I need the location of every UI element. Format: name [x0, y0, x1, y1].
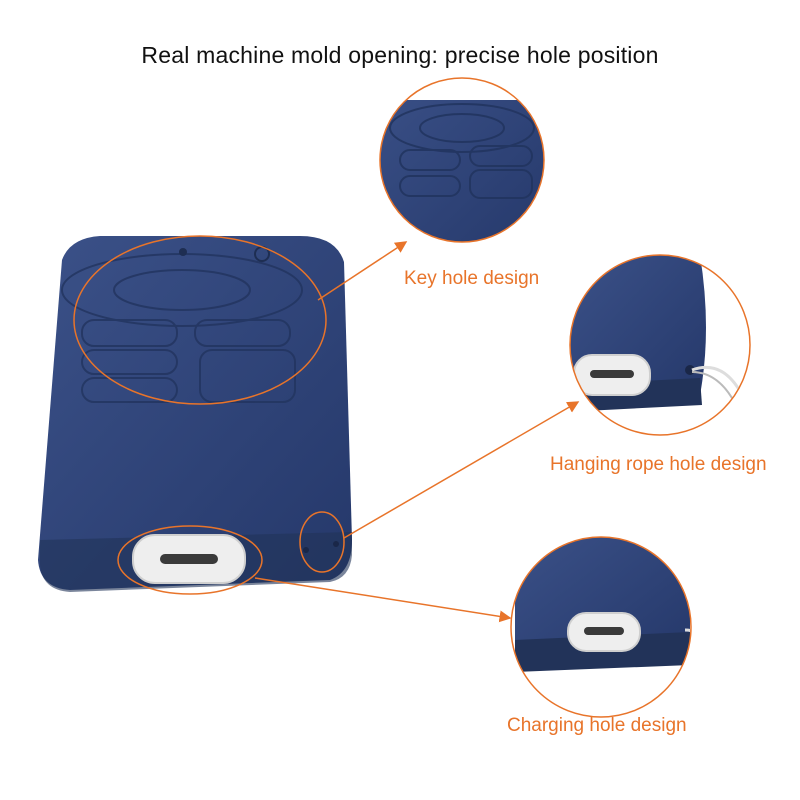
zoom-rope-hole: [569, 254, 751, 436]
zoom-keys: [379, 77, 545, 243]
remote-cover: [38, 236, 352, 592]
arrow-rope-hole: [343, 401, 580, 539]
charging-hole-highlight: [117, 525, 263, 595]
charging-hole-label: Charging hole design: [507, 715, 687, 736]
key-hole-label: Key hole design: [404, 268, 540, 289]
rope-hole-highlight: [299, 511, 345, 573]
arrow-key-hole: [317, 241, 408, 301]
callout-arrows: [254, 241, 580, 623]
arrow-charging-hole: [254, 577, 512, 623]
rope-hole-label: Hanging rope hole design: [550, 454, 767, 475]
zoom-charging-hole: [510, 536, 692, 718]
page-title: Real machine mold opening: precise hole …: [141, 42, 659, 68]
charging-port: [132, 534, 246, 584]
key-hole-highlight: [73, 235, 327, 405]
